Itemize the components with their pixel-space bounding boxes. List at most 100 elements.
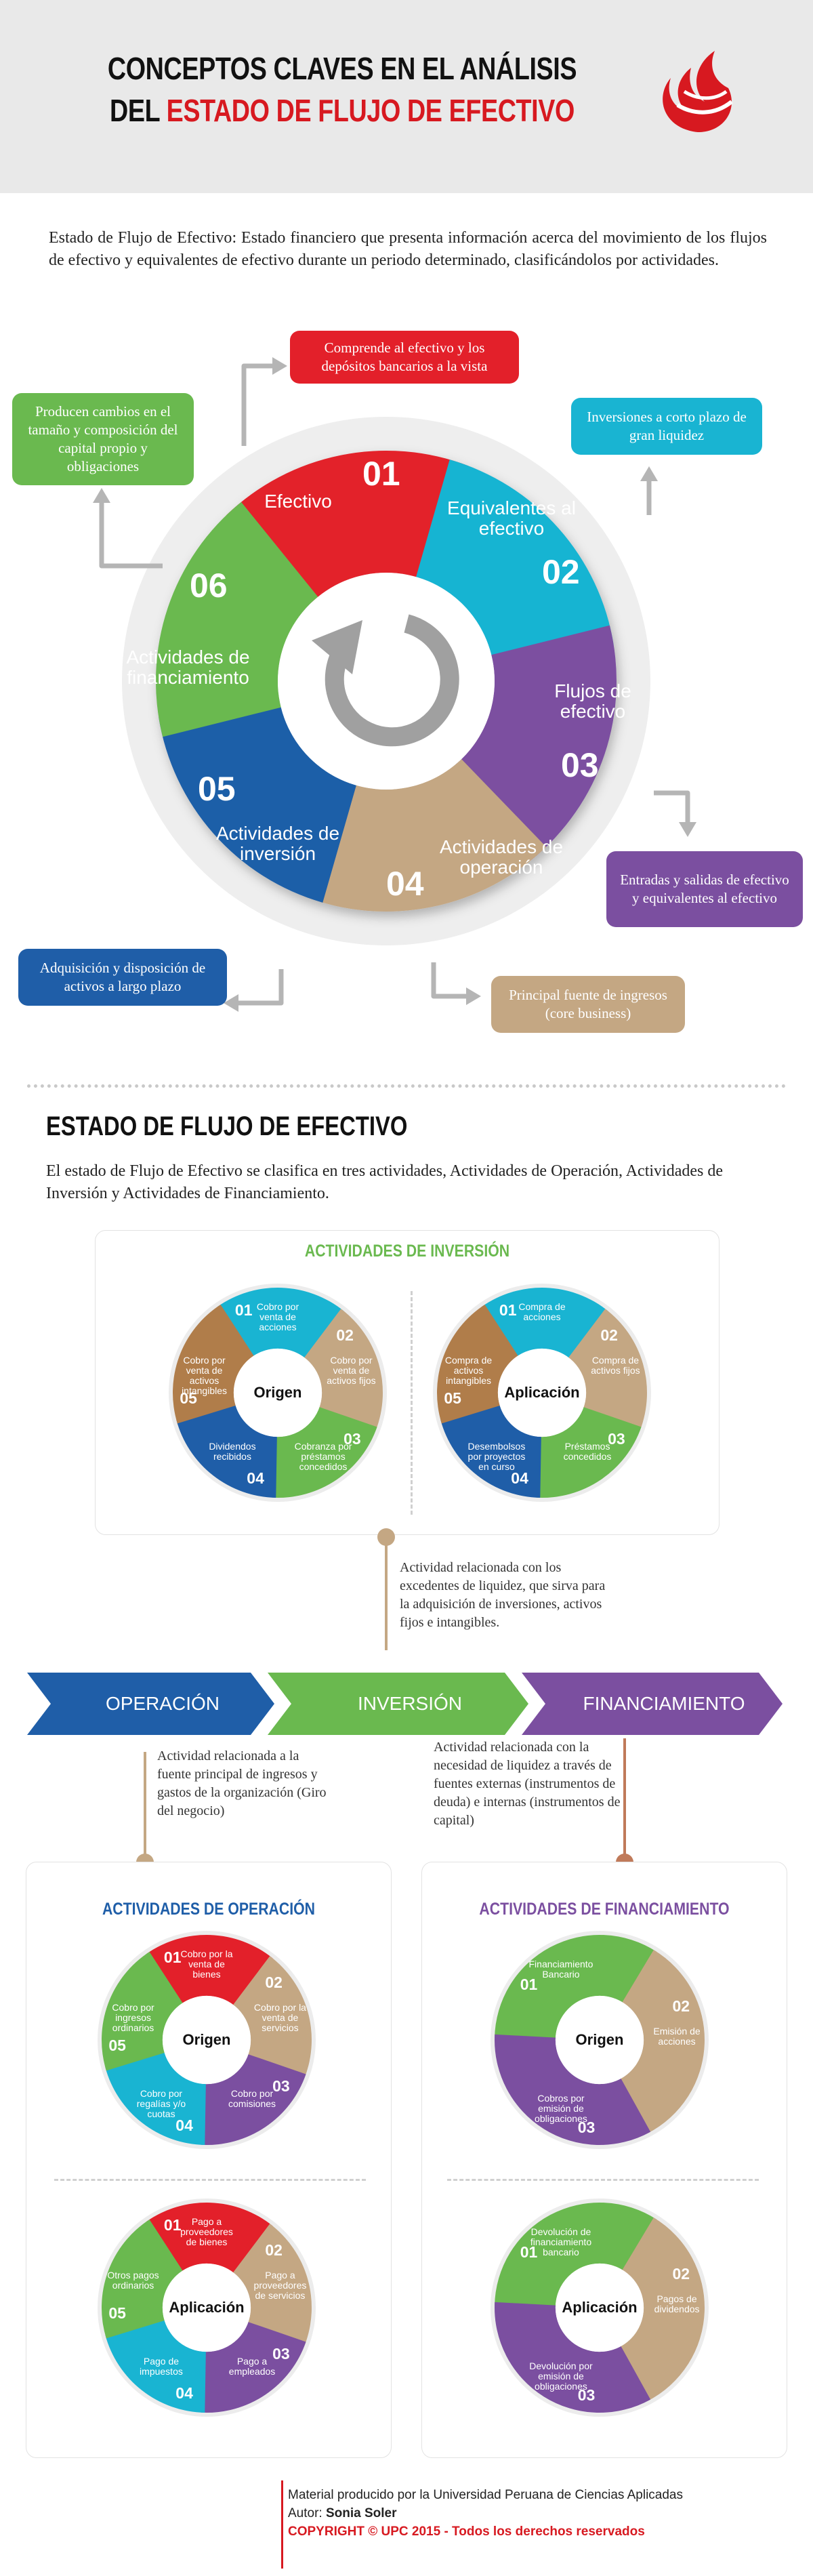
ring-segment-1	[146, 1935, 273, 2006]
ring-segment-2	[568, 1309, 647, 1431]
footer-copyright: COPYRIGHT © UPC 2015 - Todos los derecho…	[288, 2524, 645, 2539]
cycle-center	[278, 573, 495, 790]
seg-num-03: 03	[561, 746, 599, 784]
ring-segment-3	[201, 2322, 306, 2413]
activities-arrows	[27, 1673, 783, 1735]
ring-segment-2	[619, 1950, 705, 2134]
arrow-inversion	[268, 1673, 528, 1735]
ring-item-label: Compra de activos intangibles	[444, 1354, 493, 1386]
seg-label-05: Actividades de inversión	[215, 823, 340, 864]
seg-num-06: 06	[190, 567, 228, 605]
ring-segment-3	[495, 2302, 651, 2413]
panel-financiamiento-divider	[447, 2179, 759, 2181]
ring-item-label: Cobro por venta de acciones	[256, 1301, 299, 1332]
ring-item-label: Cobro por ingresos ordinarios	[112, 2001, 154, 2033]
ring-segment-1	[217, 1288, 344, 1359]
footer-author: Autor: Sonia Soler	[288, 2506, 397, 2520]
cycle-diagram	[122, 417, 650, 945]
ring-item-num: 04	[247, 1469, 264, 1488]
ring-item-num: 02	[672, 2264, 690, 2283]
panel-operacion-divider	[54, 2179, 366, 2181]
seg-label-04: Actividades de operación	[439, 836, 564, 878]
ring-graphic	[433, 1284, 651, 1502]
arrow-operacion	[27, 1673, 274, 1735]
seg-num-05: 05	[198, 770, 236, 808]
callout-04: Principal fuente de ingresos (core busin…	[491, 976, 685, 1033]
ring-item-label: Pago a proveedores de bienes	[180, 2215, 233, 2247]
operacion-connector	[144, 1752, 146, 1860]
ring-item-label: Pago a empleados	[228, 2356, 276, 2377]
ring-graphic	[169, 1284, 387, 1502]
intro-paragraph: Estado de Flujo de Efectivo: Estado fina…	[49, 229, 768, 269]
ring-item-label: Financiamiento Bancario	[528, 1959, 593, 1980]
ring-item-num: 02	[265, 2241, 283, 2259]
cycle-segments	[156, 451, 617, 912]
ring-item-label: Cobro por comisiones	[228, 2088, 276, 2110]
financiamiento-desc: Actividad relacionada con la necesidad d…	[434, 1740, 621, 1828]
arrow-operacion-label: OPERACIÓN	[105, 1693, 220, 1714]
arrow-financiamiento-label: FINANCIAMIENTO	[583, 1693, 745, 1714]
inversion-connector	[385, 1535, 388, 1650]
panel-inversion-title: ACTIVIDADES DE INVERSIÓN	[304, 1242, 510, 1261]
ring-segment-1	[495, 1935, 657, 2039]
ring-item-label: Dividendos recibidos	[209, 1441, 256, 1463]
page-title: CONCEPTOS CLAVES EN EL ANÁLISIS DEL ESTA…	[62, 47, 623, 131]
ring-graphic	[491, 2199, 709, 2417]
footer-accent	[281, 2480, 283, 2569]
ring-item-num: 05	[108, 2304, 126, 2323]
operacion-desc: Actividad relacionada a la fuente princi…	[157, 1749, 327, 1818]
panel-inversion-divider	[411, 1291, 413, 1515]
ring-segment-3	[536, 1407, 642, 1498]
ring-center-label: Aplicación	[169, 2299, 245, 2316]
ring-segment-1	[482, 1288, 608, 1359]
section-divider	[27, 1084, 786, 1088]
ring-item-label: Cobros por emisión de obligaciones	[535, 2092, 587, 2124]
seg-num-04: 04	[386, 865, 424, 903]
ring-item-num: 04	[511, 1469, 528, 1488]
ring-item-num: 03	[577, 2386, 596, 2404]
ring-segment-3	[201, 2054, 306, 2145]
ring-center-label: Aplicación	[504, 1384, 580, 1401]
inversion-desc: Actividad relacionada con los excedentes…	[400, 1560, 606, 1630]
ring-item-num: 01	[499, 1301, 517, 1319]
refresh-arrowhead-icon	[312, 620, 362, 674]
ring-center-label: Origen	[575, 2031, 624, 2048]
ring-segment-5	[102, 2220, 183, 2339]
ring-segment-2	[619, 2217, 705, 2402]
ring-graphic	[98, 2199, 316, 2417]
ring-item-label: Otros pagos ordinarios	[107, 2269, 159, 2291]
seg-num-02: 02	[542, 553, 580, 591]
ring-item-num: 01	[520, 1976, 538, 1994]
ring-item-num: 03	[608, 1430, 625, 1448]
ring-item-num: 02	[600, 1326, 618, 1344]
ring-item-label: Cobro por venta de activos fijos	[327, 1354, 376, 1386]
ring-item-label: Emisión de acciones	[653, 2026, 701, 2047]
header-band	[0, 0, 813, 193]
callout-03: Entradas y salidas de efectivo y equival…	[606, 851, 803, 927]
footer-credit: Material producido por la Universidad Pe…	[288, 2488, 683, 2502]
ring-item-num: 01	[520, 2243, 538, 2262]
section2-description: El estado de Flujo de Efectivo se clasif…	[46, 1162, 723, 1202]
seg-label-06: Actividades de financiamiento	[126, 647, 250, 688]
ring-segment-5	[173, 1305, 254, 1424]
ring-segment-3	[272, 1407, 377, 1498]
ring-center-label: Origen	[182, 2031, 231, 2048]
callout-05: Adquisición y disposición de activos a l…	[18, 949, 227, 1006]
ring-item-label: Cobro por la venta de servicios	[253, 2001, 306, 2033]
ring-item-num: 03	[577, 2118, 596, 2136]
ring-item-label: Desembolsos por proyectos en curso	[467, 1441, 526, 1473]
callout-01: Comprende al efectivo y los depósitos ba…	[290, 331, 519, 384]
ring-graphic	[491, 1931, 709, 2149]
ring-item-num: 04	[175, 2384, 193, 2403]
financiamiento-connector	[623, 1738, 626, 1860]
ring-item-label: Cobro por venta de activos intangibles	[182, 1354, 227, 1396]
panel-operacion-title: ACTIVIDADES DE OPERACIÓN	[102, 1900, 316, 1919]
ring-item-num: 02	[336, 1326, 354, 1344]
ring-segment-4	[105, 2318, 206, 2413]
